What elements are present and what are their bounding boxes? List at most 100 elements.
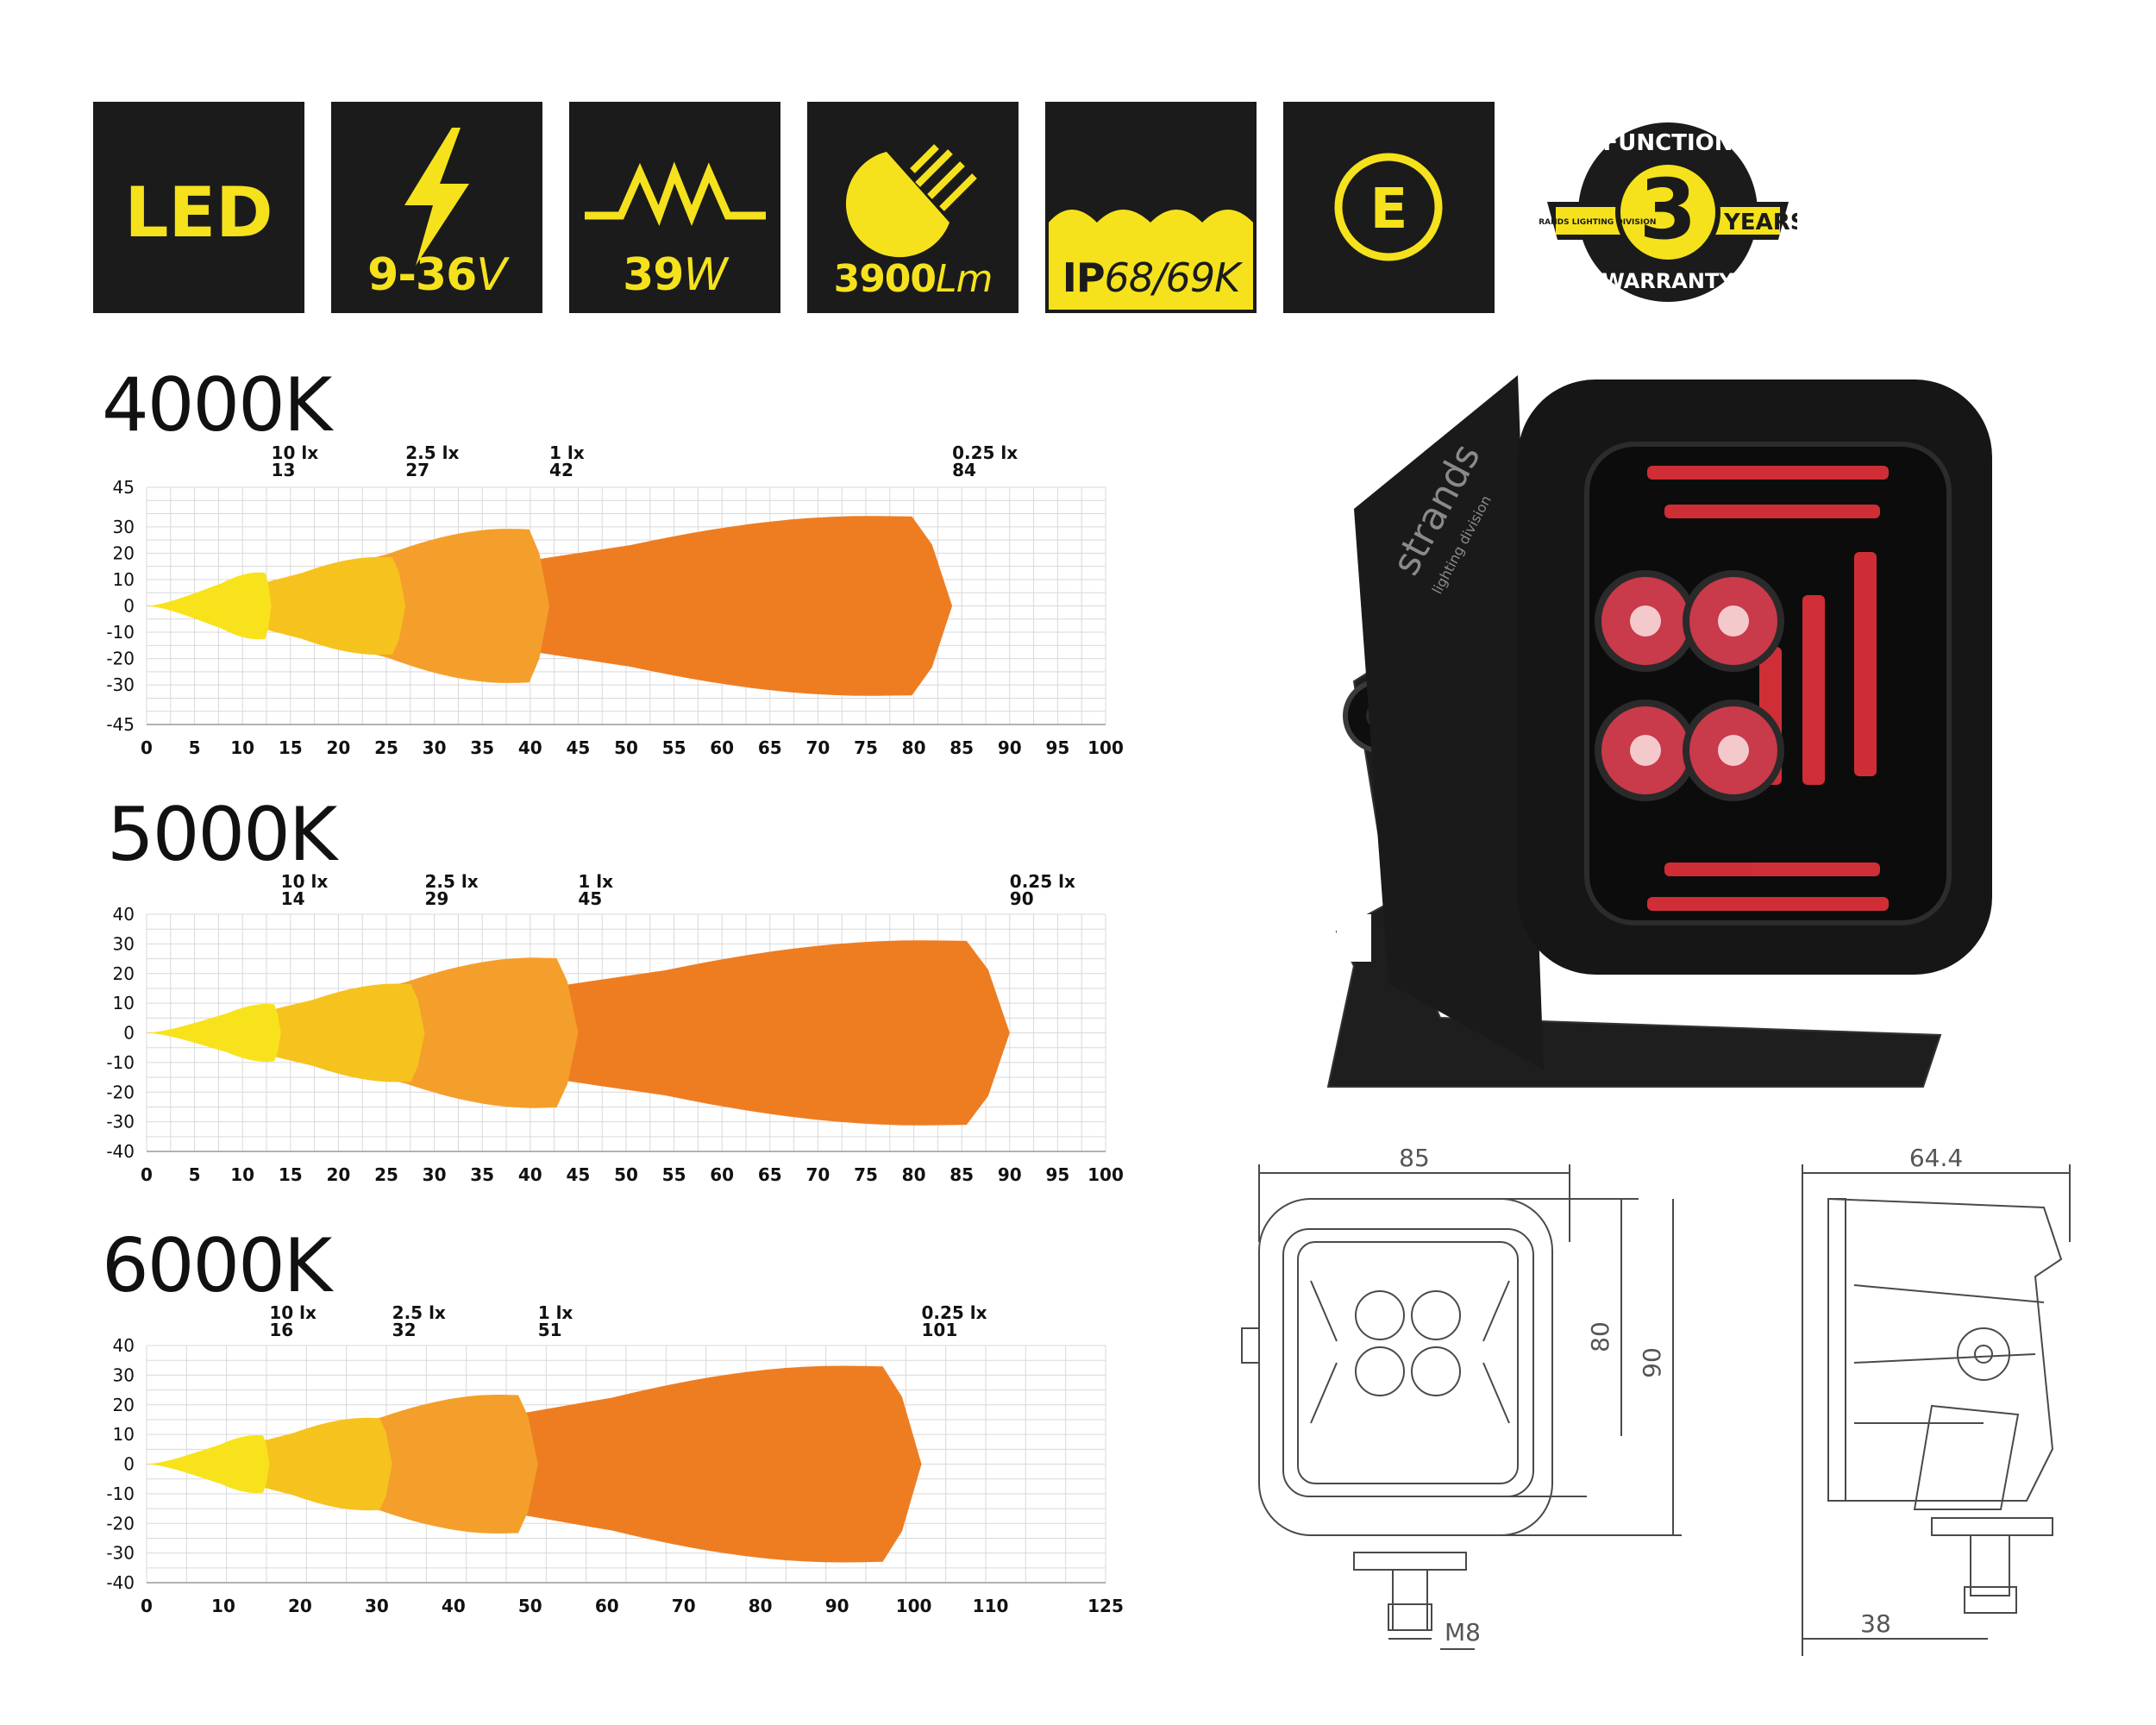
- x-tick-label: 50: [614, 1164, 638, 1185]
- x-tick-label: 5: [189, 1164, 201, 1185]
- dim-front-inner-height: 80: [1586, 1321, 1614, 1352]
- lux-label: 2.5 lx: [405, 442, 459, 463]
- y-tick-label: -20: [106, 1513, 135, 1534]
- warranty-brand-text: STRANDS LIGHTING DIVISION: [1539, 218, 1656, 227]
- y-tick-label: -40: [106, 1141, 135, 1162]
- x-tick-label: 65: [758, 1164, 782, 1185]
- x-tick-label: 65: [758, 737, 782, 758]
- y-tick-label: 30: [113, 517, 135, 537]
- y-tick-label: 0: [123, 1454, 135, 1475]
- x-tick-label: 0: [141, 737, 153, 758]
- y-tick-label: 30: [113, 1364, 135, 1385]
- x-tick-label: 20: [326, 737, 350, 758]
- x-tick-label: 70: [672, 1596, 696, 1616]
- lux-distance-label: 27: [405, 460, 429, 480]
- ip-badge-fill: [1049, 205, 1253, 310]
- chart-title-6000k: 6000K: [102, 1223, 332, 1309]
- lux-label: 1 lx: [578, 871, 613, 892]
- x-tick-label: 30: [365, 1596, 389, 1616]
- dim-front-height: 90: [1638, 1347, 1666, 1378]
- x-tick-label: 60: [710, 737, 734, 758]
- x-tick-label: 35: [470, 737, 494, 758]
- y-tick-label: -20: [106, 1082, 135, 1102]
- x-tick-label: 15: [279, 1164, 303, 1185]
- lux-distance-label: 14: [281, 888, 305, 909]
- x-tick-label: 40: [518, 1164, 542, 1185]
- x-tick-label: 30: [423, 737, 447, 758]
- beam-area-0.25-lx: [147, 516, 953, 696]
- y-tick-label: -40: [106, 1572, 135, 1593]
- x-tick-label: 100: [1087, 1164, 1124, 1185]
- x-tick-label: 100: [896, 1596, 932, 1616]
- x-tick-label: 30: [423, 1164, 447, 1185]
- x-tick-label: 95: [1045, 1164, 1069, 1185]
- x-tick-label: 40: [442, 1596, 466, 1616]
- beam-area-2.5-lx: [147, 1417, 392, 1511]
- x-tick-label: 90: [825, 1596, 849, 1616]
- lux-label: 2.5 lx: [424, 871, 478, 892]
- lux-label: 1 lx: [538, 1302, 573, 1323]
- lux-label: 10 lx: [269, 1302, 317, 1323]
- y-tick-label: 45: [113, 477, 135, 498]
- lux-label: 2.5 lx: [392, 1302, 446, 1323]
- lux-label: 10 lx: [281, 871, 329, 892]
- x-tick-label: 95: [1045, 737, 1069, 758]
- y-tick-label: -45: [106, 714, 135, 735]
- y-tick-label: -30: [106, 674, 135, 695]
- y-tick-label: -30: [106, 1543, 135, 1564]
- lux-label: 10 lx: [272, 442, 319, 463]
- x-tick-label: 85: [950, 1164, 974, 1185]
- front-view-drawing: 85 80 90 M8: [1241, 1144, 1682, 1650]
- beam-area-2.5-lx: [147, 983, 425, 1082]
- x-tick-label: 70: [805, 1164, 830, 1185]
- y-tick-label: 20: [113, 543, 135, 563]
- lux-distance-label: 84: [952, 460, 976, 480]
- emark-circle-icon: [1334, 153, 1443, 261]
- y-tick-label: 20: [113, 963, 135, 984]
- y-tick-label: 0: [123, 596, 135, 617]
- beam-area-10-lx: [147, 572, 272, 640]
- x-tick-label: 45: [566, 1164, 590, 1185]
- lumen-badge: 3900Lm: [807, 102, 1018, 313]
- y-tick-label: -10: [106, 622, 135, 643]
- x-tick-label: 60: [595, 1596, 619, 1616]
- x-tick-label: 125: [1087, 1596, 1124, 1616]
- beam-area-10-lx: [147, 1435, 270, 1493]
- lux-distance-label: 29: [424, 888, 448, 909]
- x-tick-label: 60: [710, 1164, 734, 1185]
- x-tick-label: 25: [374, 1164, 398, 1185]
- lumen-label: 3900Lm: [833, 257, 993, 301]
- lux-label: 0.25 lx: [952, 442, 1018, 463]
- warranty-years-number: 3: [1639, 161, 1697, 258]
- x-tick-label: 90: [998, 1164, 1022, 1185]
- x-tick-label: 100: [1087, 737, 1124, 758]
- emark-letter: E: [1369, 178, 1408, 242]
- dim-bolt: M8: [1445, 1618, 1481, 1647]
- lightning-icon: [404, 128, 469, 266]
- dim-side-depth: 64.4: [1909, 1144, 1963, 1172]
- lux-distance-label: 16: [269, 1320, 293, 1340]
- lux-distance-label: 13: [272, 460, 296, 480]
- y-tick-label: 0: [123, 1023, 135, 1044]
- dim-side-base: 38: [1860, 1609, 1891, 1638]
- x-tick-label: 55: [662, 1164, 686, 1185]
- x-tick-label: 110: [973, 1596, 1009, 1616]
- beam-area-2.5-lx: [147, 556, 406, 656]
- warranty-bottom-text: WARRANTY: [1601, 269, 1734, 293]
- y-tick-label: 10: [113, 993, 135, 1013]
- y-tick-label: 10: [113, 569, 135, 590]
- chart-title-5000k: 5000K: [107, 792, 337, 878]
- warranty-years-label: YEARS: [1723, 210, 1797, 235]
- beam-area-10-lx: [147, 1004, 281, 1062]
- x-tick-label: 50: [518, 1596, 542, 1616]
- ip-badge: IP68/69K: [1045, 102, 1257, 313]
- x-tick-label: 10: [211, 1596, 235, 1616]
- x-tick-label: 35: [470, 1164, 494, 1185]
- lux-distance-label: 51: [538, 1320, 562, 1340]
- x-tick-label: 10: [230, 1164, 254, 1185]
- y-tick-label: -20: [106, 649, 135, 669]
- dim-front-width: 85: [1399, 1144, 1430, 1172]
- x-tick-label: 90: [998, 737, 1022, 758]
- power-badge: 39W: [569, 102, 780, 313]
